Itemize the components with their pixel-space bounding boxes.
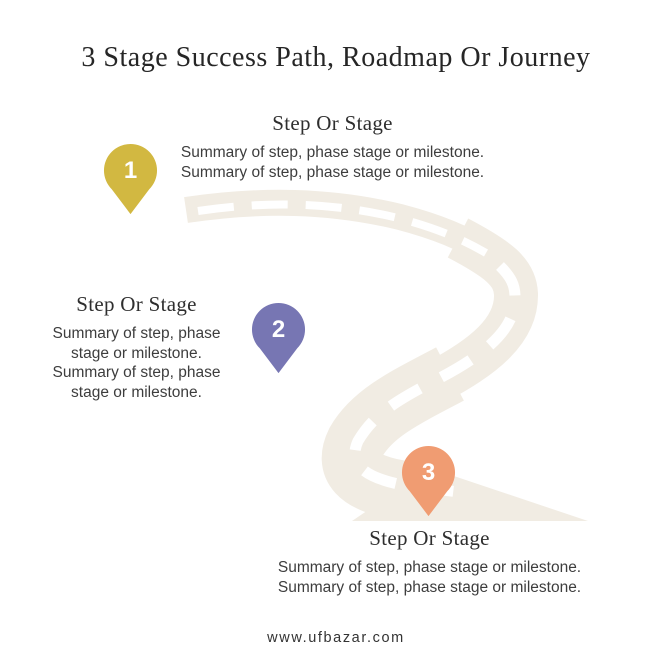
stage-3-heading: Step Or Stage <box>369 526 490 550</box>
map-pin-icon <box>251 303 306 374</box>
stage-3-text-block: Step Or Stage Summary of step, phase sta… <box>237 526 622 597</box>
stage-2-text-block: Step Or Stage Summary of step, phase sta… <box>46 292 227 402</box>
map-pin-shape <box>401 446 456 517</box>
map-pin-shape <box>103 144 158 215</box>
stage-1-summary-line-2: Summary of step, phase stage or mileston… <box>180 163 485 181</box>
map-pin-shape <box>251 303 306 374</box>
stage-1-number: 1 <box>123 156 138 184</box>
stage-1-pin-marker: 1 <box>102 144 159 217</box>
stage-2-heading: Step Or Stage <box>76 292 197 316</box>
stage-1-heading: Step Or Stage <box>272 111 393 135</box>
map-pin-icon <box>103 144 158 215</box>
road-dashes-bottom <box>349 262 521 499</box>
stage-2-number: 2 <box>271 315 286 343</box>
stage-3-summary-line-2: Summary of step, phase stage or mileston… <box>277 578 582 596</box>
road-segment-right-bend <box>425 218 538 402</box>
stage-3-pin-marker: 3 <box>400 446 457 519</box>
stage-1-summary-line-1: Summary of step, phase stage or mileston… <box>180 144 485 161</box>
page-title: 3 Stage Success Path, Roadmap Or Journey <box>81 42 591 73</box>
map-pin-icon <box>401 446 456 517</box>
stage-2-summary-line-1: Summary of step, phase stage or mileston… <box>52 325 221 362</box>
stage-3-summary-line-1: Summary of step, phase stage or mileston… <box>277 559 582 576</box>
website-url: www.ufbazar.com <box>267 630 405 646</box>
stage-3-number: 3 <box>421 458 436 486</box>
stage-1-text-block: Step Or Stage Summary of step, phase sta… <box>140 111 525 182</box>
stage-2-pin-marker: 2 <box>250 303 307 376</box>
road-dashes-top <box>197 200 489 257</box>
stage-2-summary-line-2: Summary of step, phase stage or mileston… <box>52 364 221 401</box>
